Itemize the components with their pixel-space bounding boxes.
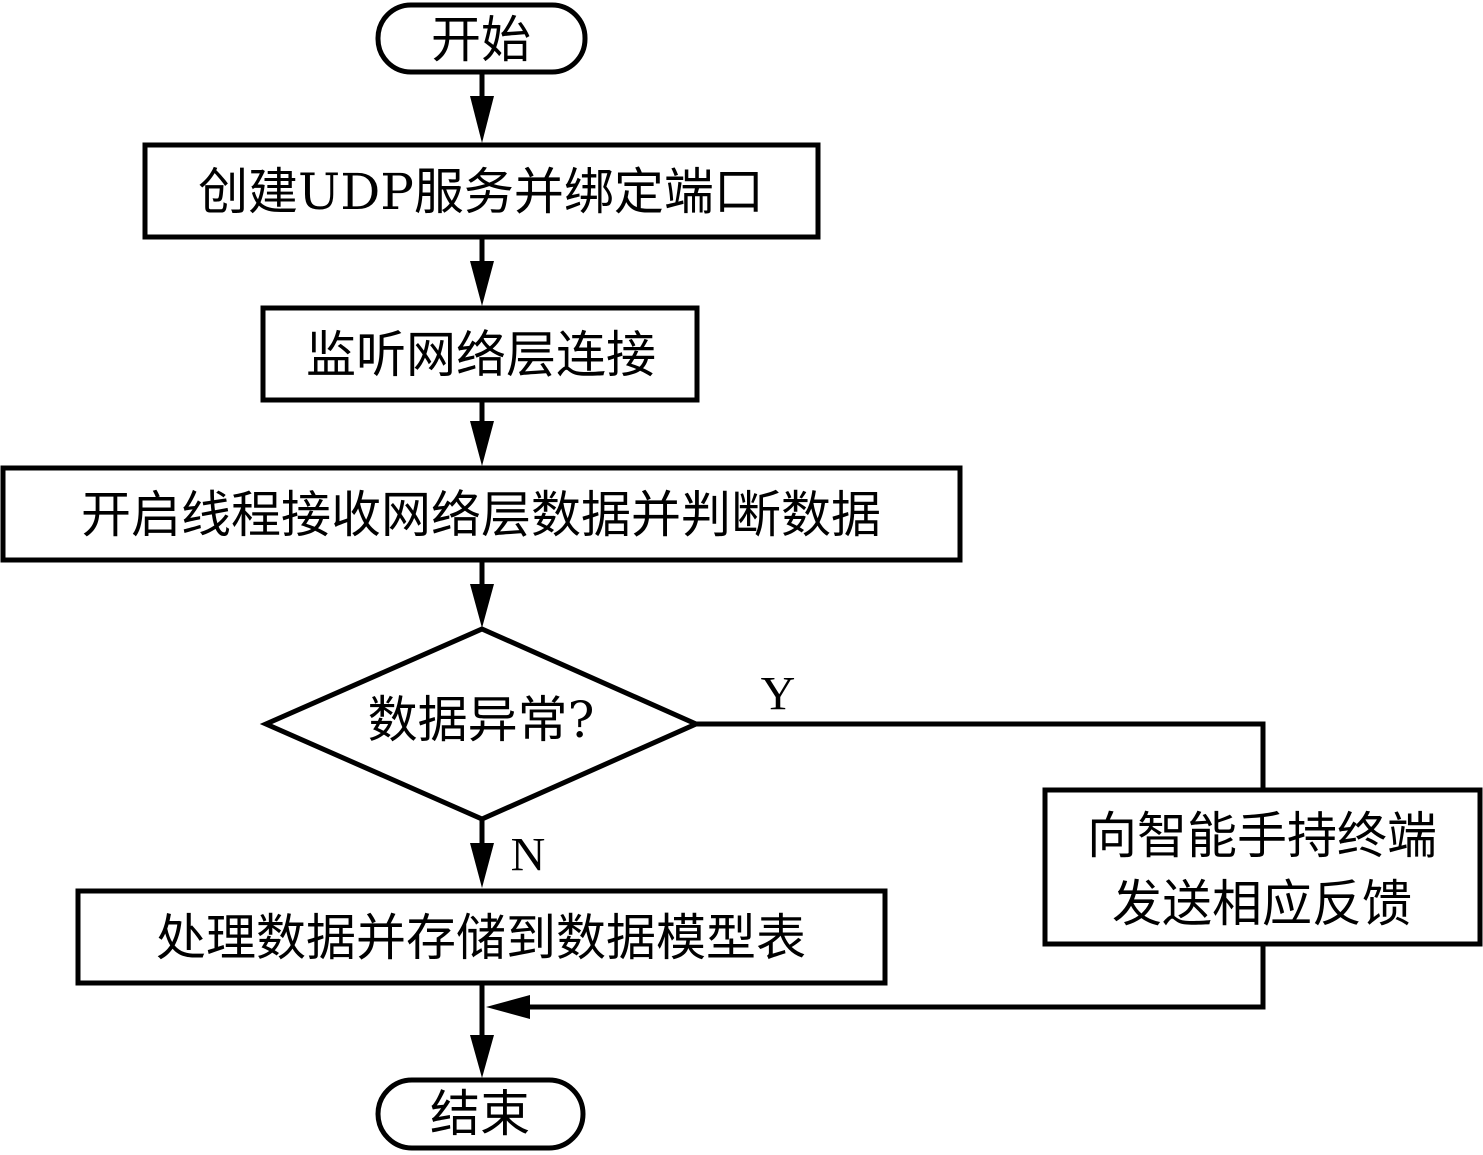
store-box	[75, 888, 888, 986]
thread-receive-node: 开启线程接收网络层数据并判断数据	[0, 465, 963, 563]
end-node: 结束	[375, 1077, 586, 1151]
edge-decision-no: N	[470, 819, 545, 888]
arrow-down-icon	[470, 1035, 494, 1078]
arrow-down-icon	[470, 96, 494, 143]
thread-receive-label: 开启线程接收网络层数据并判断数据	[81, 486, 881, 544]
edge-thread-to-decision	[470, 560, 494, 628]
connector-line	[530, 944, 1266, 1010]
no-label: N	[511, 829, 546, 882]
feedback-node: 向智能手持终端 发送相应反馈	[1042, 787, 1483, 947]
end-terminal-shape	[375, 1077, 586, 1151]
edge-create-udp-to-listen	[470, 237, 494, 306]
feedback-label-line2: 发送相应反馈	[1112, 875, 1412, 933]
edge-decision-yes: Y	[696, 668, 1266, 790]
listen-node: 监听网络层连接	[260, 305, 700, 403]
arrow-down-icon	[470, 261, 494, 306]
end-label: 结束	[430, 1085, 530, 1143]
decision-node: 数据异常?	[259, 626, 703, 822]
decision-label: 数据异常?	[368, 691, 595, 749]
create-udp-node: 创建UDP服务并绑定端口	[142, 142, 821, 240]
edge-listen-to-thread	[470, 400, 494, 466]
arrow-down-icon	[470, 421, 494, 466]
edge-start-to-create-udp	[470, 72, 494, 143]
listen-label: 监听网络层连接	[306, 326, 656, 384]
start-label: 开始	[431, 11, 531, 69]
arrow-left-icon	[486, 995, 530, 1019]
arrow-down-icon	[470, 584, 494, 628]
start-node: 开始	[375, 2, 588, 75]
edge-feedback-to-merge	[486, 944, 1266, 1019]
edge-store-to-end	[470, 983, 494, 1078]
connector-line	[696, 721, 1266, 790]
store-node: 处理数据并存储到数据模型表	[75, 888, 888, 986]
arrow-down-icon	[470, 843, 494, 888]
store-label: 处理数据并存储到数据模型表	[156, 909, 806, 967]
feedback-label-line1: 向智能手持终端	[1087, 807, 1437, 865]
thread-receive-box	[0, 465, 963, 563]
yes-label: Y	[761, 668, 796, 721]
create-udp-box	[142, 142, 821, 240]
create-udp-label: 创建UDP服务并绑定端口	[198, 163, 764, 221]
